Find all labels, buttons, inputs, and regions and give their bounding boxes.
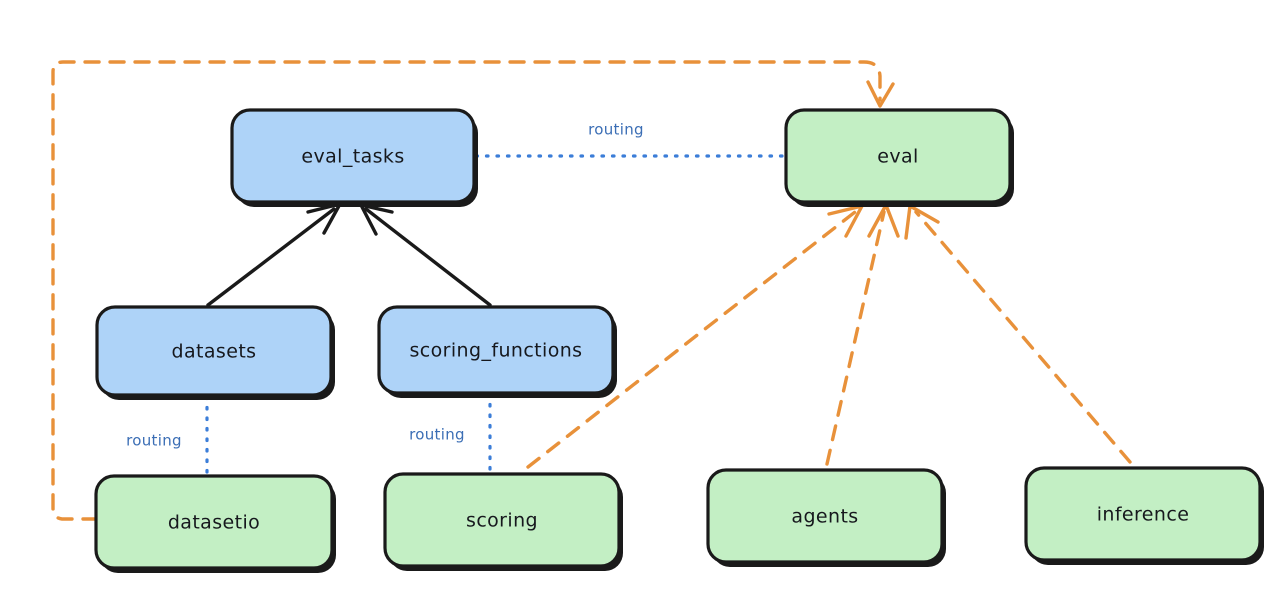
node-inference-body: [1024, 466, 1262, 562]
node-eval-tasks-body: [230, 108, 476, 204]
node-datasets[interactable]: datasets: [95, 305, 335, 400]
node-agents[interactable]: agents: [706, 468, 946, 567]
node-agents-label: agents: [791, 506, 858, 528]
node-scoring-label: scoring: [466, 510, 538, 532]
edge-label-routing-datasetio: routing: [126, 432, 182, 450]
node-agents-body: [706, 468, 944, 564]
node-eval[interactable]: eval: [784, 108, 1014, 207]
node-datasets-label: datasets: [172, 341, 257, 363]
edge-inference-to-eval: [904, 204, 1132, 464]
edge-label-routing-eval: routing: [588, 121, 644, 139]
node-datasets-body: [95, 305, 333, 397]
node-eval-label: eval: [877, 146, 918, 168]
node-inference[interactable]: inference: [1024, 466, 1264, 565]
edge-scoring-functions-to-eval-tasks: [359, 203, 492, 307]
node-eval-tasks-label: eval_tasks: [301, 146, 404, 168]
node-datasetio-label: datasetio: [168, 512, 260, 534]
node-scoring-functions-body: [377, 305, 615, 395]
node-scoring[interactable]: scoring: [383, 472, 623, 571]
node-datasetio-body: [94, 474, 334, 570]
node-scoring-body: [383, 472, 621, 568]
node-scoring-functions[interactable]: scoring_functions: [377, 305, 617, 398]
edge-label-routing-scoring: routing: [409, 426, 465, 444]
edge-datasets-to-eval-tasks: [206, 202, 342, 307]
node-inference-label: inference: [1097, 504, 1190, 526]
edge-datasetio-to-eval: [51, 60, 895, 521]
edge-agents-to-eval: [825, 203, 900, 466]
node-datasetio[interactable]: datasetio: [94, 474, 336, 573]
node-eval-tasks[interactable]: eval_tasks: [230, 108, 478, 207]
node-scoring-functions-label: scoring_functions: [410, 340, 583, 362]
node-eval-body: [784, 108, 1012, 204]
